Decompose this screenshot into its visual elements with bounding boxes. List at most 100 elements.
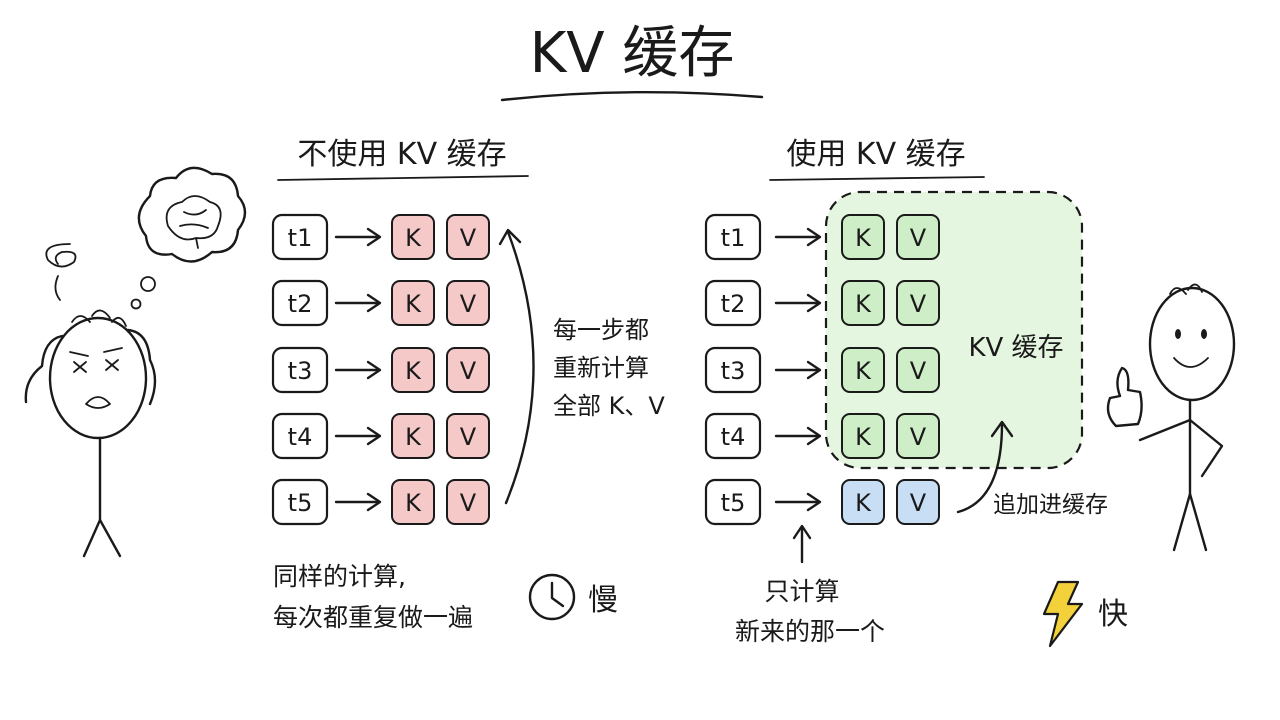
right-k-label-1: K [855, 224, 872, 252]
right-token-box-2 [704, 279, 762, 327]
left-row-arrowhead-1 [366, 227, 382, 247]
right-token-label-4: t4 [721, 423, 746, 451]
right-k-label-4: K [855, 423, 872, 451]
left-k-label-3: K [405, 357, 422, 385]
left-k-box-4 [391, 413, 435, 459]
only-compute-arrowhead [792, 524, 812, 540]
left-token-label-5: t5 [288, 489, 313, 517]
right-k-label-5: K [855, 489, 872, 517]
left-k-box-5 [391, 479, 435, 525]
left-heading: 不使用 KV 缓存 [297, 137, 506, 172]
left-row-5: t5 K V [271, 478, 490, 526]
right-heading-underline [769, 176, 985, 181]
left-row-4: t4 K V [271, 412, 490, 460]
right-k-box-3 [841, 347, 885, 393]
right-v-box-5 [896, 479, 940, 525]
stressed-stick-figure-icon [24, 243, 157, 558]
right-row-arrowhead-2 [806, 293, 822, 313]
right-v-box-1 [896, 214, 940, 260]
kv-cache-label: KV 缓存 [968, 333, 1063, 363]
right-k-label-3: K [855, 357, 872, 385]
right-v-label-5: V [910, 489, 927, 517]
right-row-arrowhead-5 [806, 492, 822, 512]
right-token-box-1 [704, 213, 762, 261]
right-k-box-4 [841, 413, 885, 459]
append-note: 追加进缓存 [993, 492, 1108, 518]
right-token-box-5 [704, 478, 762, 526]
right-v-box-4 [896, 413, 940, 459]
right-v-label-2: V [910, 290, 927, 318]
right-v-box-2 [896, 280, 940, 326]
slow-label: 慢 [588, 583, 618, 618]
left-k-label-1: K [405, 224, 422, 252]
right-row-1: t1 K V [704, 213, 940, 261]
right-token-label-2: t2 [721, 290, 746, 318]
side-note-line-1: 每一步都 [553, 316, 649, 344]
left-v-label-4: V [460, 423, 477, 451]
left-v-label-1: V [460, 224, 477, 252]
left-row-2: t2 K V [271, 279, 490, 327]
left-k-label-4: K [405, 423, 422, 451]
left-v-label-2: V [460, 290, 477, 318]
left-row-1: t1 K V [271, 213, 490, 261]
kv-cache-region [824, 190, 1084, 470]
left-token-label-3: t3 [288, 357, 313, 385]
append-arrow [956, 422, 1004, 514]
side-note-line-3: 全部 K、V [553, 392, 665, 420]
bottom-note-left-line-1: 同样的计算, [273, 562, 406, 591]
right-token-label-3: t3 [721, 357, 746, 385]
left-v-box-3 [446, 347, 490, 393]
left-k-label-5: K [405, 489, 422, 517]
recompute-arrow [504, 230, 535, 505]
title-underline [500, 90, 764, 102]
left-token-label-4: t4 [288, 423, 313, 451]
right-k-box-2 [841, 280, 885, 326]
left-token-box-3 [271, 346, 329, 394]
right-v-label-1: V [910, 224, 927, 252]
left-token-box-1 [271, 213, 329, 261]
right-token-label-5: t5 [721, 489, 746, 517]
right-v-box-3 [896, 347, 940, 393]
left-token-box-2 [271, 279, 329, 327]
right-token-box-3 [704, 346, 762, 394]
left-k-box-2 [391, 280, 435, 326]
bottom-note-left-line-2: 每次都重复做一遍 [273, 603, 473, 632]
right-k-label-2: K [855, 290, 872, 318]
left-v-box-2 [446, 280, 490, 326]
right-row-5: t5 K V [704, 478, 940, 526]
left-k-label-2: K [405, 290, 422, 318]
right-row-arrowhead-4 [806, 426, 822, 446]
right-row-arrowhead-3 [806, 360, 822, 380]
fast-label: 快 [1098, 597, 1128, 632]
bottom-note-right-line-1: 只计算 [764, 577, 839, 606]
bottom-note-right-line-2: 新来的那一个 [735, 617, 885, 646]
right-row-2: t2 K V [704, 279, 940, 327]
page-title: KV 缓存 [530, 21, 735, 86]
left-v-label-5: V [460, 489, 477, 517]
left-k-box-3 [391, 347, 435, 393]
left-token-box-5 [271, 478, 329, 526]
right-token-label-1: t1 [721, 224, 746, 252]
left-token-label-2: t2 [288, 290, 313, 318]
right-token-box-4 [704, 412, 762, 460]
left-v-box-1 [446, 214, 490, 260]
right-k-box-5 [841, 479, 885, 525]
append-arrowhead [990, 420, 1014, 438]
left-token-box-4 [271, 412, 329, 460]
left-token-label-1: t1 [288, 224, 313, 252]
right-heading: 使用 KV 缓存 [786, 137, 965, 172]
left-row-arrowhead-3 [366, 360, 382, 380]
happy-stick-figure-icon [1106, 283, 1236, 552]
left-v-box-5 [446, 479, 490, 525]
brain-thought-bubble-icon [130, 166, 247, 310]
right-row-arrowhead-1 [806, 227, 822, 247]
left-row-arrowhead-2 [366, 293, 382, 313]
lightning-icon [1042, 580, 1084, 648]
left-heading-underline [277, 175, 529, 181]
right-k-box-1 [841, 214, 885, 260]
left-v-box-4 [446, 413, 490, 459]
